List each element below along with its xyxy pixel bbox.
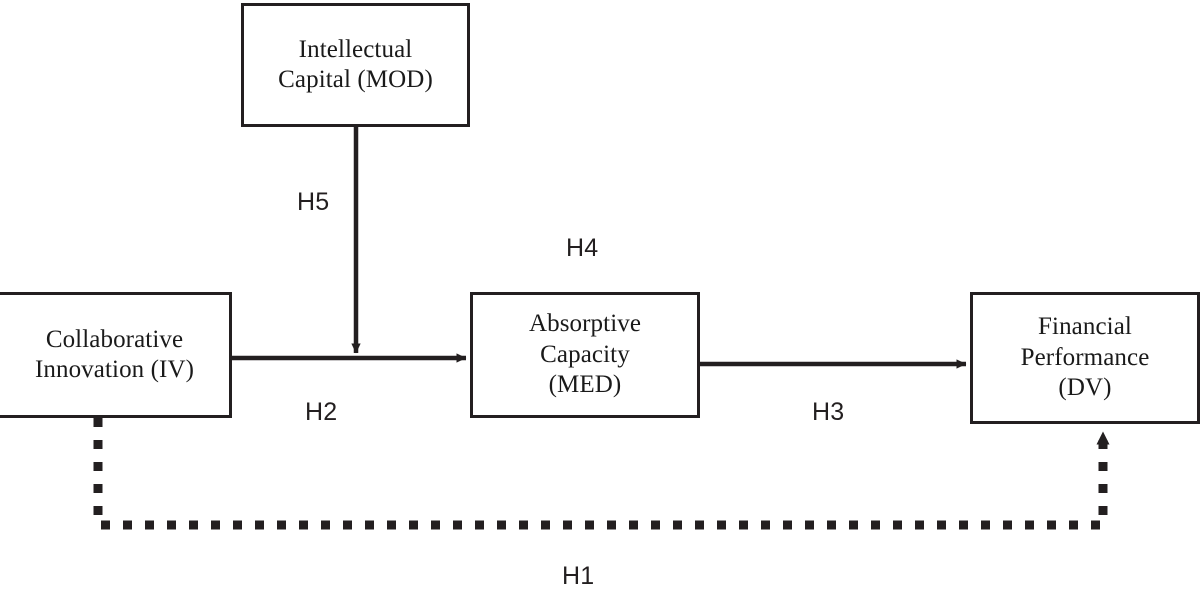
node-financial-performance[interactable]: Financial Performance (DV): [970, 292, 1200, 424]
hypothesis-label-h5: H5: [297, 188, 330, 216]
node-intellectual-capital-label: Intellectual Capital (MOD): [278, 35, 433, 94]
node-absorptive-capacity-label: Absorptive Capacity (MED): [528, 310, 642, 399]
hypothesis-label-h2: H2: [305, 398, 338, 426]
hypothesis-label-h1: H1: [562, 562, 595, 590]
node-intellectual-capital[interactable]: Intellectual Capital (MOD): [241, 3, 470, 127]
node-collaborative-innovation[interactable]: Collaborative Innovation (IV): [0, 292, 232, 418]
node-financial-performance-label: Financial Performance (DV): [1020, 313, 1150, 402]
hypothesis-label-h3: H3: [812, 398, 845, 426]
hypothesis-label-h4: H4: [566, 234, 599, 262]
node-absorptive-capacity[interactable]: Absorptive Capacity (MED): [470, 292, 700, 418]
node-collaborative-innovation-label: Collaborative Innovation (IV): [34, 325, 195, 384]
arrow-h1-dotted-connector: [93, 418, 1110, 530]
